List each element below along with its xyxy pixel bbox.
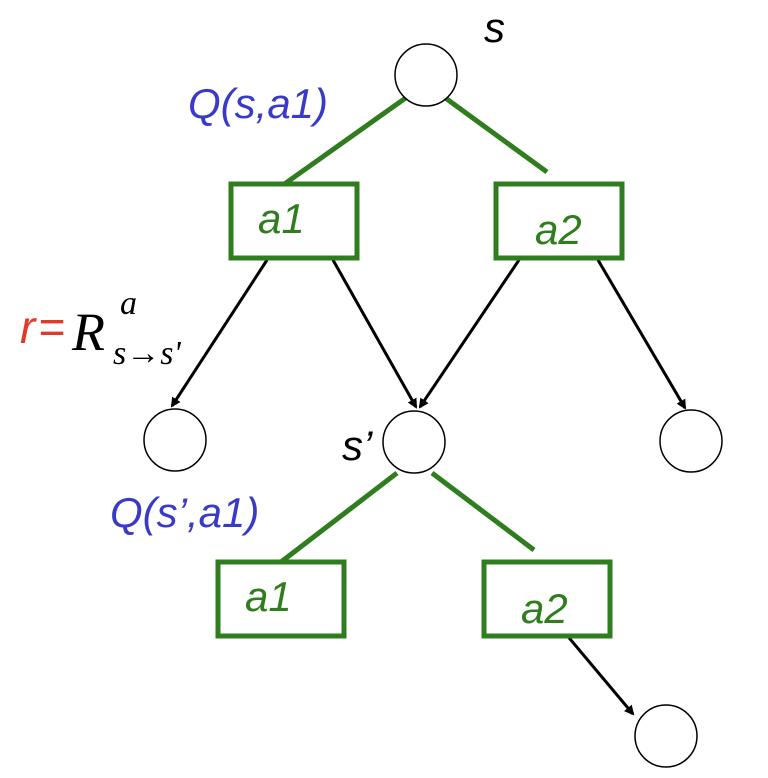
edge-sprime-to-a2	[430, 471, 536, 552]
state-node-s	[394, 43, 458, 107]
action-boxes	[215, 181, 625, 639]
action-label-top-a2: a2	[535, 206, 582, 253]
transition-arrows	[170, 259, 687, 716]
state-node-left	[143, 408, 207, 472]
action-box-bottom-a1	[215, 559, 347, 639]
arrow-top-a1-to-left-state	[170, 259, 269, 408]
action-box-bottom-a2	[481, 559, 613, 639]
action-label-bottom-a1: a1	[245, 573, 292, 620]
reward-subscript: s→s'	[113, 335, 181, 372]
arrow-top-a1-to-sprime	[331, 259, 418, 409]
state-label-s-prime: s’	[342, 422, 373, 469]
action-label-top-a1: a1	[258, 195, 305, 242]
arrow-top-a2-to-sprime	[418, 259, 521, 409]
edge-s-to-a1	[281, 94, 409, 188]
q-label-s-a1: Q(s,a1)	[188, 80, 328, 127]
arrow-bottom-a2-to-bottom-state	[563, 632, 635, 716]
arrow-top-a2-to-right-state	[596, 259, 687, 410]
action-box-top-a2	[493, 181, 625, 261]
q-label-sprime-a1: Q(s’,a1)	[110, 489, 259, 536]
state-node-bottom	[634, 704, 698, 768]
action-label-bottom-a2: a2	[521, 585, 568, 632]
action-box-top-a1	[228, 181, 360, 261]
reward-superscript: a	[120, 285, 137, 322]
state-nodes	[143, 43, 723, 768]
reward-R: R	[71, 302, 105, 362]
state-action-edges	[279, 94, 549, 564]
edge-sprime-to-a1	[279, 471, 399, 564]
reward-equals: =	[38, 301, 65, 353]
state-label-s: s	[484, 4, 505, 51]
edge-s-to-a2	[442, 94, 549, 175]
state-node-right	[659, 409, 723, 473]
reward-label: r = R a s→s'	[20, 285, 181, 372]
reward-r: r	[20, 301, 37, 353]
state-node-sprime	[382, 410, 446, 474]
